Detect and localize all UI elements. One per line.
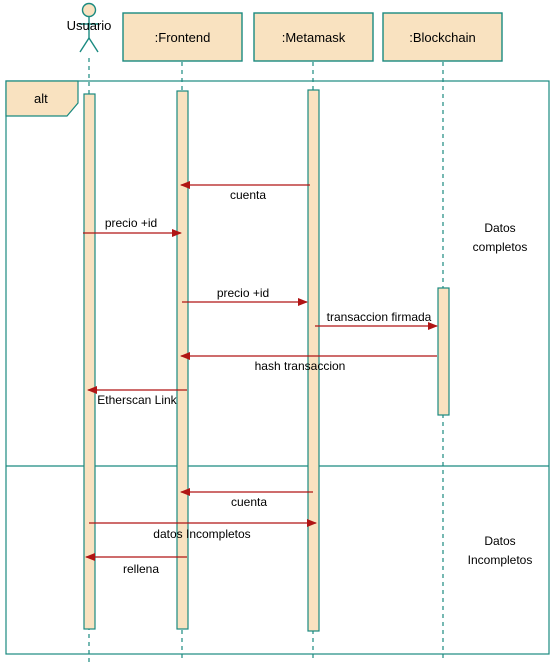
frontend-activation	[176, 90, 189, 630]
alt-operator-label: alt	[34, 91, 48, 106]
guard-line: Datos	[484, 221, 515, 235]
message-etherscan-link: Etherscan Link	[87, 386, 187, 407]
message-label: precio +id	[105, 216, 157, 230]
usuario-actor-label: Usuario	[67, 18, 112, 33]
message-precio-id-2: precio +id	[182, 286, 308, 306]
message-label: Etherscan Link	[97, 393, 177, 407]
message-precio-id-1: precio +id	[83, 216, 182, 237]
guard-line: Incompletos	[468, 553, 533, 567]
message-label: hash transaccion	[255, 359, 346, 373]
usuario-actor-icon	[79, 2, 99, 53]
message-transaccion-firmada: transaccion firmada	[315, 310, 438, 330]
message-label: datos Incompletos	[153, 527, 250, 541]
guard-line: completos	[473, 240, 528, 254]
blockchain-participant	[382, 12, 503, 62]
message-hash-transaccion: hash transaccion	[180, 352, 437, 373]
message-cuenta-2: cuenta	[180, 488, 313, 509]
guard-datos-completos: Datos completos	[473, 221, 528, 254]
message-label: precio +id	[217, 286, 269, 300]
metamask-participant-label: :Metamask	[282, 30, 346, 45]
blockchain-activation	[437, 287, 450, 416]
blockchain-participant-label: :Blockchain	[409, 30, 475, 45]
usuario-activation	[83, 93, 96, 630]
alt-fragment	[5, 80, 550, 655]
message-label: rellena	[123, 562, 159, 576]
message-datos-incompletos: datos Incompletos	[89, 519, 317, 541]
metamask-activation	[307, 89, 320, 632]
message-label: cuenta	[230, 188, 266, 202]
message-label: transaccion firmada	[327, 310, 432, 324]
message-rellena: rellena	[85, 553, 187, 576]
frontend-participant-label: :Frontend	[155, 30, 211, 45]
message-label: cuenta	[231, 495, 267, 509]
frontend-participant	[122, 12, 243, 62]
alt-fragment-tab	[5, 80, 79, 117]
guard-line: Datos	[484, 534, 515, 548]
message-cuenta-1: cuenta	[180, 181, 310, 202]
metamask-participant	[253, 12, 374, 62]
